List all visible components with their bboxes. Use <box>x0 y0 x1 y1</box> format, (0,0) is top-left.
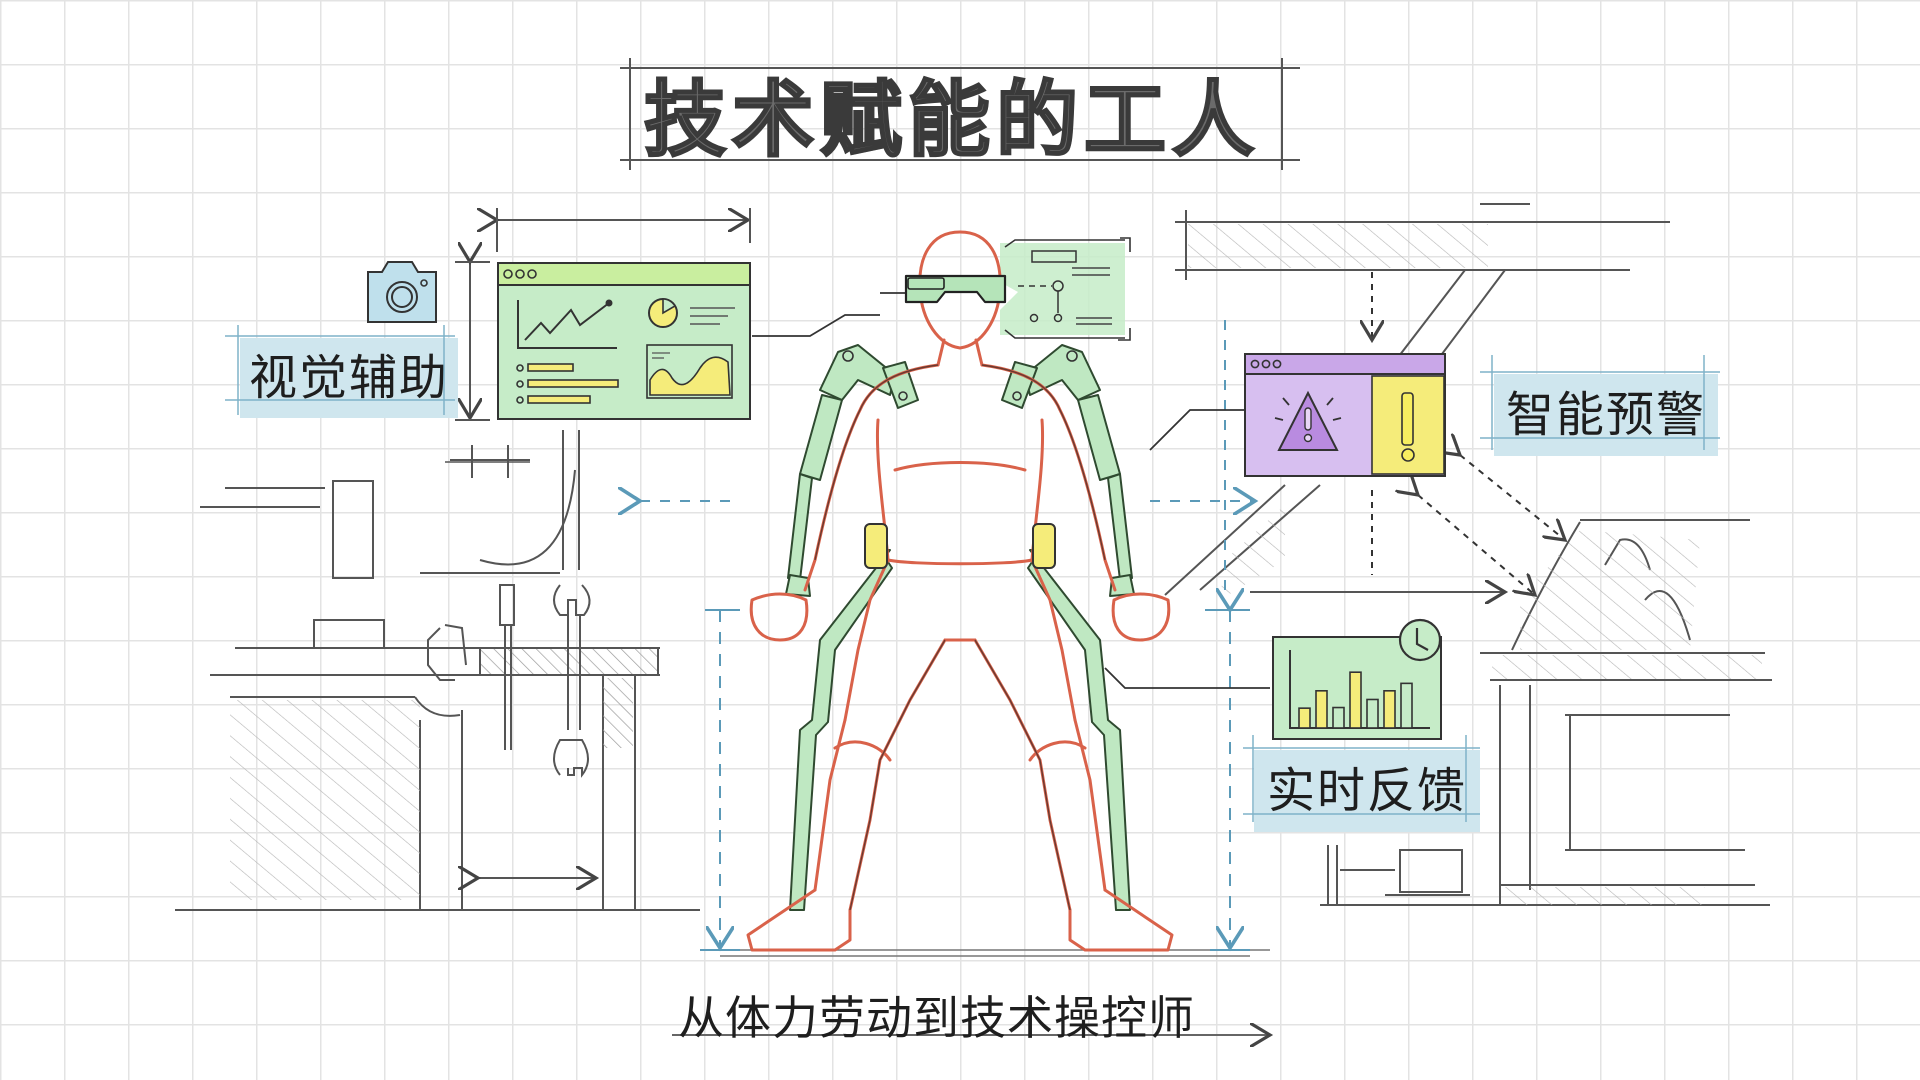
ar-glasses-icon <box>904 274 1007 304</box>
chart-bar <box>1332 706 1345 729</box>
warning-triangle-icon <box>1274 390 1342 451</box>
bottom-caption: 从体力劳动到技术操控师 <box>678 991 1195 1045</box>
list-bars-icon <box>516 363 619 404</box>
bar-chart-bars <box>1298 671 1413 729</box>
callout-visual-aid-label: 视觉辅助 <box>248 350 449 406</box>
ar-hologram-panel <box>1000 237 1131 341</box>
title-box: 技术赋能的工人 <box>632 60 1272 169</box>
camera-icon <box>367 261 437 323</box>
dashboard-window <box>497 262 751 420</box>
callout-smart-warning: 智能预警 <box>1494 374 1718 456</box>
exoskeleton <box>785 344 1135 911</box>
dimension-guides <box>640 320 1255 950</box>
chart-bar <box>1383 689 1396 729</box>
chart-bar <box>1400 682 1413 729</box>
workbench-shadow-hatch <box>230 700 420 900</box>
chart-bar <box>1315 689 1328 729</box>
callout-visual-aid: 视觉辅助 <box>240 338 458 418</box>
area-chart-icon <box>646 344 733 399</box>
chart-bar <box>1298 707 1311 729</box>
exclamation-icon <box>1401 392 1415 462</box>
callout-smart-warning-label: 智能预警 <box>1505 387 1706 443</box>
callout-realtime-feedback: 实时反馈 <box>1254 750 1480 832</box>
hip-actuators <box>864 523 1056 569</box>
clock-icon <box>1398 618 1442 662</box>
chart-bar <box>1366 698 1379 729</box>
line-chart-icon <box>517 299 617 349</box>
title-frame <box>620 58 1300 170</box>
callout-realtime-feedback-label: 实时反馈 <box>1266 763 1467 819</box>
right-structure-sketch <box>1164 203 1772 906</box>
chart-bar <box>1349 671 1362 729</box>
pie-chart-icon <box>648 298 735 328</box>
page-title: 技术赋能的工人 <box>643 71 1260 169</box>
